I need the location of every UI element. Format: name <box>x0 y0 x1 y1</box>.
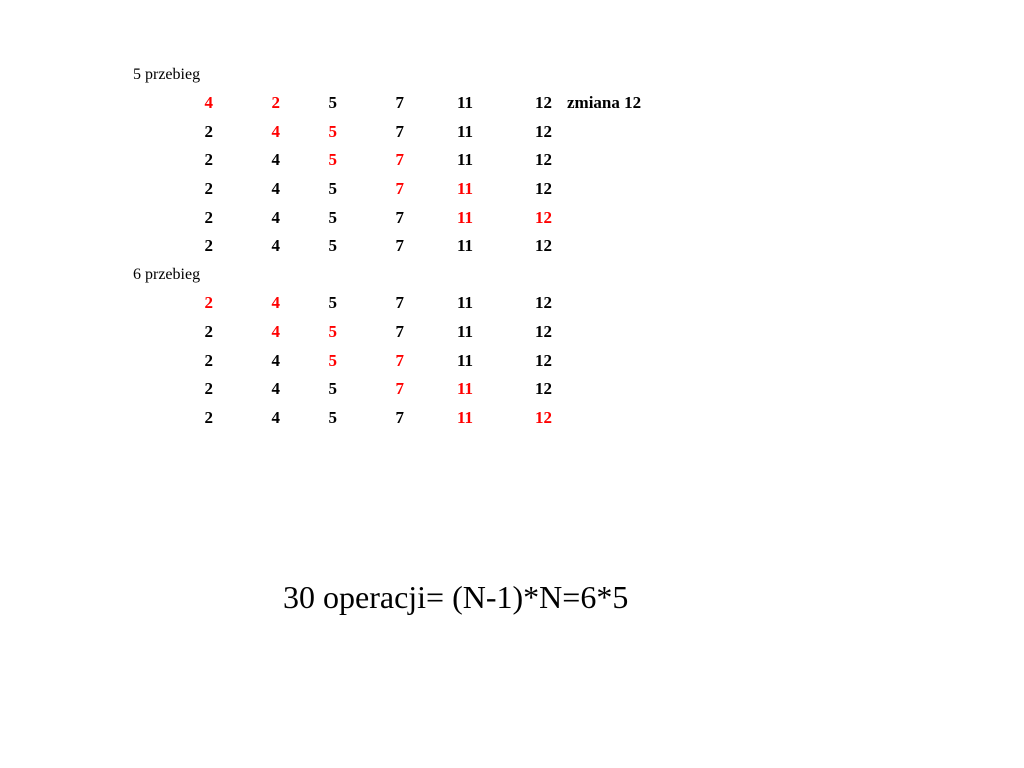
value-cell: 4 <box>204 93 214 112</box>
value-cell: 4 <box>271 379 281 398</box>
value-cell: 11 <box>456 379 473 398</box>
value-cell: 12 <box>535 322 552 341</box>
pass-6-label: 6 przebieg <box>133 266 201 283</box>
value-cell: 2 <box>204 293 214 312</box>
value-cell: 7 <box>395 93 405 112</box>
value-cell: 5 <box>328 408 338 427</box>
value-cell: 12 <box>535 150 552 169</box>
value-cell: 7 <box>395 408 405 427</box>
value-cell: 5 <box>328 179 338 198</box>
value-cell: 7 <box>395 150 405 169</box>
value-cell: 12 <box>535 408 552 427</box>
value-cell: 5 <box>328 93 338 112</box>
pass-5-row-1: 4 2 5 7 11 12 zmiana 12 <box>0 92 700 114</box>
pass-5-row-3: 2 4 5 7 11 12 <box>0 149 700 171</box>
value-cell: 12 <box>535 122 552 141</box>
value-cell: 12 <box>535 208 552 227</box>
value-cell: 4 <box>271 179 281 198</box>
pass-6-row-4: 2 4 5 7 11 12 <box>0 378 700 400</box>
value-cell: 7 <box>395 293 405 312</box>
value-cell: 11 <box>456 322 473 341</box>
value-cell: 5 <box>328 379 338 398</box>
value-cell: 4 <box>271 150 281 169</box>
value-cell: 2 <box>204 379 214 398</box>
value-cell: 2 <box>204 179 214 198</box>
pass-5-row-6: 2 4 5 7 11 12 <box>0 235 700 257</box>
swap-note: zmiana 12 <box>567 93 642 112</box>
value-cell: 2 <box>271 93 281 112</box>
value-cell: 11 <box>456 236 473 255</box>
value-cell: 5 <box>328 322 338 341</box>
value-cell: 5 <box>328 293 338 312</box>
value-cell: 7 <box>395 322 405 341</box>
value-cell: 4 <box>271 322 281 341</box>
value-cell: 7 <box>395 236 405 255</box>
value-cell: 7 <box>395 122 405 141</box>
value-cell: 2 <box>204 322 214 341</box>
value-cell: 5 <box>328 236 338 255</box>
value-cell: 11 <box>456 150 473 169</box>
value-cell: 4 <box>271 208 281 227</box>
value-cell: 11 <box>456 122 473 141</box>
value-cell: 11 <box>456 293 473 312</box>
operations-summary: 30 operacji= (N-1)*N=6*5 <box>283 579 629 615</box>
value-cell: 5 <box>328 208 338 227</box>
value-cell: 12 <box>535 236 552 255</box>
value-cell: 7 <box>395 179 405 198</box>
value-cell: 2 <box>204 408 214 427</box>
value-cell: 4 <box>271 122 281 141</box>
value-cell: 12 <box>535 293 552 312</box>
pass-5-label: 5 przebieg <box>133 66 201 83</box>
value-cell: 11 <box>456 351 473 370</box>
value-cell: 7 <box>395 208 405 227</box>
value-cell: 2 <box>204 351 214 370</box>
value-cell: 7 <box>395 351 405 370</box>
value-cell: 2 <box>204 150 214 169</box>
value-cell: 4 <box>271 236 281 255</box>
value-cell: 4 <box>271 408 281 427</box>
pass-5-row-5: 2 4 5 7 11 12 <box>0 207 700 229</box>
value-cell: 12 <box>535 379 552 398</box>
value-cell: 7 <box>395 379 405 398</box>
value-cell: 2 <box>204 236 214 255</box>
value-cell: 11 <box>456 208 473 227</box>
value-cell: 11 <box>456 408 473 427</box>
pass-6-row-1: 2 4 5 7 11 12 <box>0 292 700 314</box>
value-cell: 4 <box>271 293 281 312</box>
pass-6-row-5: 2 4 5 7 11 12 <box>0 407 700 429</box>
value-cell: 12 <box>535 179 552 198</box>
value-cell: 4 <box>271 351 281 370</box>
pass-5-row-4: 2 4 5 7 11 12 <box>0 178 700 200</box>
value-cell: 5 <box>328 122 338 141</box>
value-cell: 2 <box>204 122 214 141</box>
value-cell: 5 <box>328 150 338 169</box>
value-cell: 2 <box>204 208 214 227</box>
pass-6-row-2: 2 4 5 7 11 12 <box>0 321 700 343</box>
value-cell: 5 <box>328 351 338 370</box>
value-cell: 11 <box>456 179 473 198</box>
value-cell: 12 <box>535 93 552 112</box>
pass-5-row-2: 2 4 5 7 11 12 <box>0 121 700 143</box>
pass-6-row-3: 2 4 5 7 11 12 <box>0 350 700 372</box>
value-cell: 12 <box>535 351 552 370</box>
value-cell: 11 <box>456 93 473 112</box>
